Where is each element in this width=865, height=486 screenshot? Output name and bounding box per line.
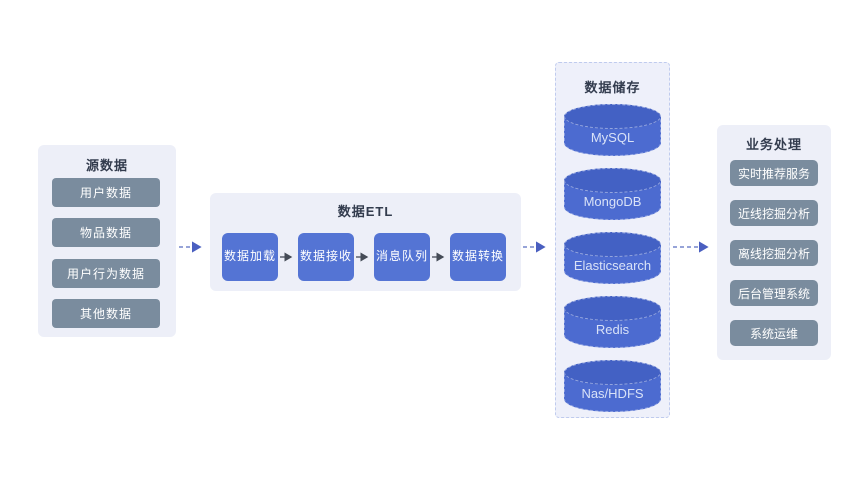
source-data-panel: 源数据 用户数据 物品数据 用户行为数据 其他数据 [38, 145, 176, 337]
business-processing-panel: 业务处理 实时推荐服务 近线挖掘分析 离线挖掘分析 后台管理系统 系统运维 [717, 125, 831, 360]
business-item-backend-management-system: 后台管理系统 [730, 280, 818, 306]
etl-step-data-load: 数据加载 [222, 233, 278, 281]
database-label-redis: Redis [595, 322, 630, 337]
data-storage-panel: 数据储存 MySQL MongoDB Elasticsearch Redis N… [555, 62, 670, 418]
source-item-user-behavior-data: 用户行为数据 [52, 259, 160, 288]
database-label-elasticsearch: Elasticsearch [573, 258, 652, 273]
database-cylinder-elasticsearch: Elasticsearch [564, 232, 661, 284]
storage-panel-title: 数据储存 [584, 80, 641, 95]
source-item-item-data: 物品数据 [52, 218, 160, 247]
database-cylinder-mysql: MySQL [564, 104, 661, 156]
business-item-realtime-recommend-service: 实时推荐服务 [730, 160, 818, 186]
business-item-offline-mining-analysis: 离线挖掘分析 [730, 240, 818, 266]
database-cylinder-redis: Redis [564, 296, 661, 348]
database-label-nas-hdfs: Nas/HDFS [581, 386, 644, 401]
database-cylinder-mongodb: MongoDB [564, 168, 661, 220]
etl-panel: 数据ETL 数据加载 数据接收 消息队列 数据转换 [210, 193, 521, 291]
etl-step-message-queue: 消息队列 [374, 233, 430, 281]
database-label-mongodb: MongoDB [583, 194, 642, 209]
etl-step-data-receive: 数据接收 [298, 233, 354, 281]
etl-panel-title: 数据ETL [337, 204, 394, 219]
business-item-nearline-mining-analysis: 近线挖掘分析 [730, 200, 818, 226]
source-item-other-data: 其他数据 [52, 299, 160, 328]
source-panel-title: 源数据 [85, 158, 128, 173]
etl-step-data-transform: 数据转换 [450, 233, 506, 281]
source-item-user-data: 用户数据 [52, 178, 160, 207]
business-panel-title: 业务处理 [745, 137, 802, 152]
database-label-mysql: MySQL [590, 130, 635, 145]
database-cylinder-nas-hdfs: Nas/HDFS [564, 360, 661, 412]
business-item-system-operations: 系统运维 [730, 320, 818, 346]
